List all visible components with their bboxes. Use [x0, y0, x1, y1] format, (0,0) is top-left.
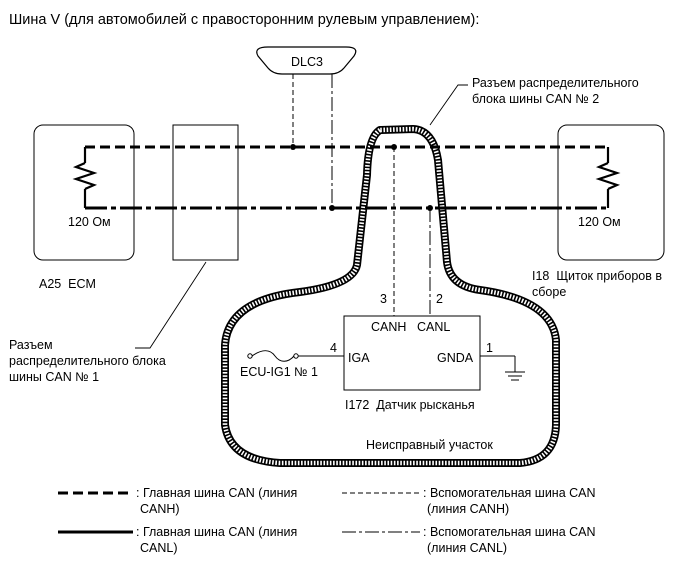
- pin-number-canh: 3: [380, 292, 387, 306]
- legend-main-canl-label: : Главная шина CAN (линия CANL): [136, 525, 301, 555]
- sensor-canh-junction-dot: [391, 144, 397, 150]
- yaw-sensor-box: [343, 315, 481, 391]
- meter-label: I18 Щиток приборов в сборе: [532, 269, 665, 299]
- junction-connector-2-leader: [429, 84, 468, 126]
- legend-main-canl-line-1: : Главная шина CAN (линия: [136, 525, 297, 539]
- junction-connector-2-line-2: блока шины CAN № 2: [472, 92, 599, 106]
- diagram-title: Шина V (для автомобилей с правосторонним…: [9, 12, 479, 28]
- legend-main-canl-line-2: CANL): [140, 541, 178, 555]
- dlc3-label: DLC3: [291, 55, 323, 69]
- dlc3-canl-junction-dot: [329, 205, 335, 211]
- legend-main-canh-label: : Главная шина CAN (линия CANH): [136, 486, 301, 516]
- dlc3-connector: DLC3: [256, 46, 357, 75]
- legend-main-canh-line-1: : Главная шина CAN (линия: [136, 486, 297, 500]
- sensor-pin-canh: CANH: [371, 320, 406, 334]
- junction-connector-2-label: Разъем распределительного блока шины CAN…: [472, 76, 642, 106]
- fuse-label: ECU-IG1 № 1: [240, 365, 318, 379]
- junction-connector-1-label: Разъем распределительного блока шины CAN…: [9, 338, 169, 384]
- meter-resistor-value: 120 Ом: [578, 215, 621, 229]
- junction-connector-1-line-3: шины CAN № 1: [9, 370, 99, 384]
- junction-connector-1-leader: [135, 261, 207, 349]
- ground-symbol: [505, 371, 525, 381]
- legend-sub-canh-line-2: (линия CANH): [427, 502, 509, 516]
- legend-sub-canl-label: : Вспомогательная шина CAN (линия CANL): [423, 525, 599, 555]
- ecm-terminating-resistor: [72, 147, 98, 208]
- junction-connector-2-line-1: Разъем распределительного: [472, 76, 639, 90]
- junction-connector-1-line-1: Разъем: [9, 338, 53, 352]
- faulty-area-label: Неисправный участок: [366, 438, 493, 452]
- sensor-pin-iga: IGA: [348, 351, 370, 365]
- pin-number-gnda: 1: [486, 341, 493, 355]
- meter-terminating-resistor: [595, 147, 621, 208]
- combination-meter-box: [557, 124, 665, 261]
- meter-label-line-2: сборе: [532, 285, 566, 299]
- legend-sub-canl-line-1: : Вспомогательная шина CAN: [423, 525, 596, 539]
- ecm-label: A25 ECM: [39, 277, 96, 291]
- fuse-symbol: [247, 350, 299, 362]
- legend-sub-canh-line-1: : Вспомогательная шина CAN: [423, 486, 596, 500]
- legend-sub-canl-line-2: (линия CANL): [427, 541, 507, 555]
- pin-number-canl: 2: [436, 292, 443, 306]
- sensor-label: I172 Датчик рысканья: [345, 398, 475, 412]
- sensor-pin-gnda: GNDA: [437, 351, 474, 365]
- ecm-resistor-value: 120 Ом: [68, 215, 111, 229]
- junction-connector-1-line-2: распределительного блока: [9, 354, 166, 368]
- pin-number-iga: 4: [330, 341, 337, 355]
- ecm-box: [33, 124, 135, 261]
- legend-main-canh-line-2: CANH): [140, 502, 180, 516]
- faulty-area-outline: [221, 125, 560, 467]
- sensor-pin-canl: CANL: [417, 320, 450, 334]
- meter-label-line-1: I18 Щиток приборов в: [532, 269, 662, 283]
- dlc3-canh-junction-dot: [290, 144, 296, 150]
- junction-connector-1-box: [172, 124, 239, 261]
- sensor-canl-junction-dot: [427, 205, 433, 211]
- legend-sub-canh-label: : Вспомогательная шина CAN (линия CANH): [423, 486, 599, 516]
- legend: : Главная шина CAN (линия CANH) : Главна…: [58, 486, 599, 555]
